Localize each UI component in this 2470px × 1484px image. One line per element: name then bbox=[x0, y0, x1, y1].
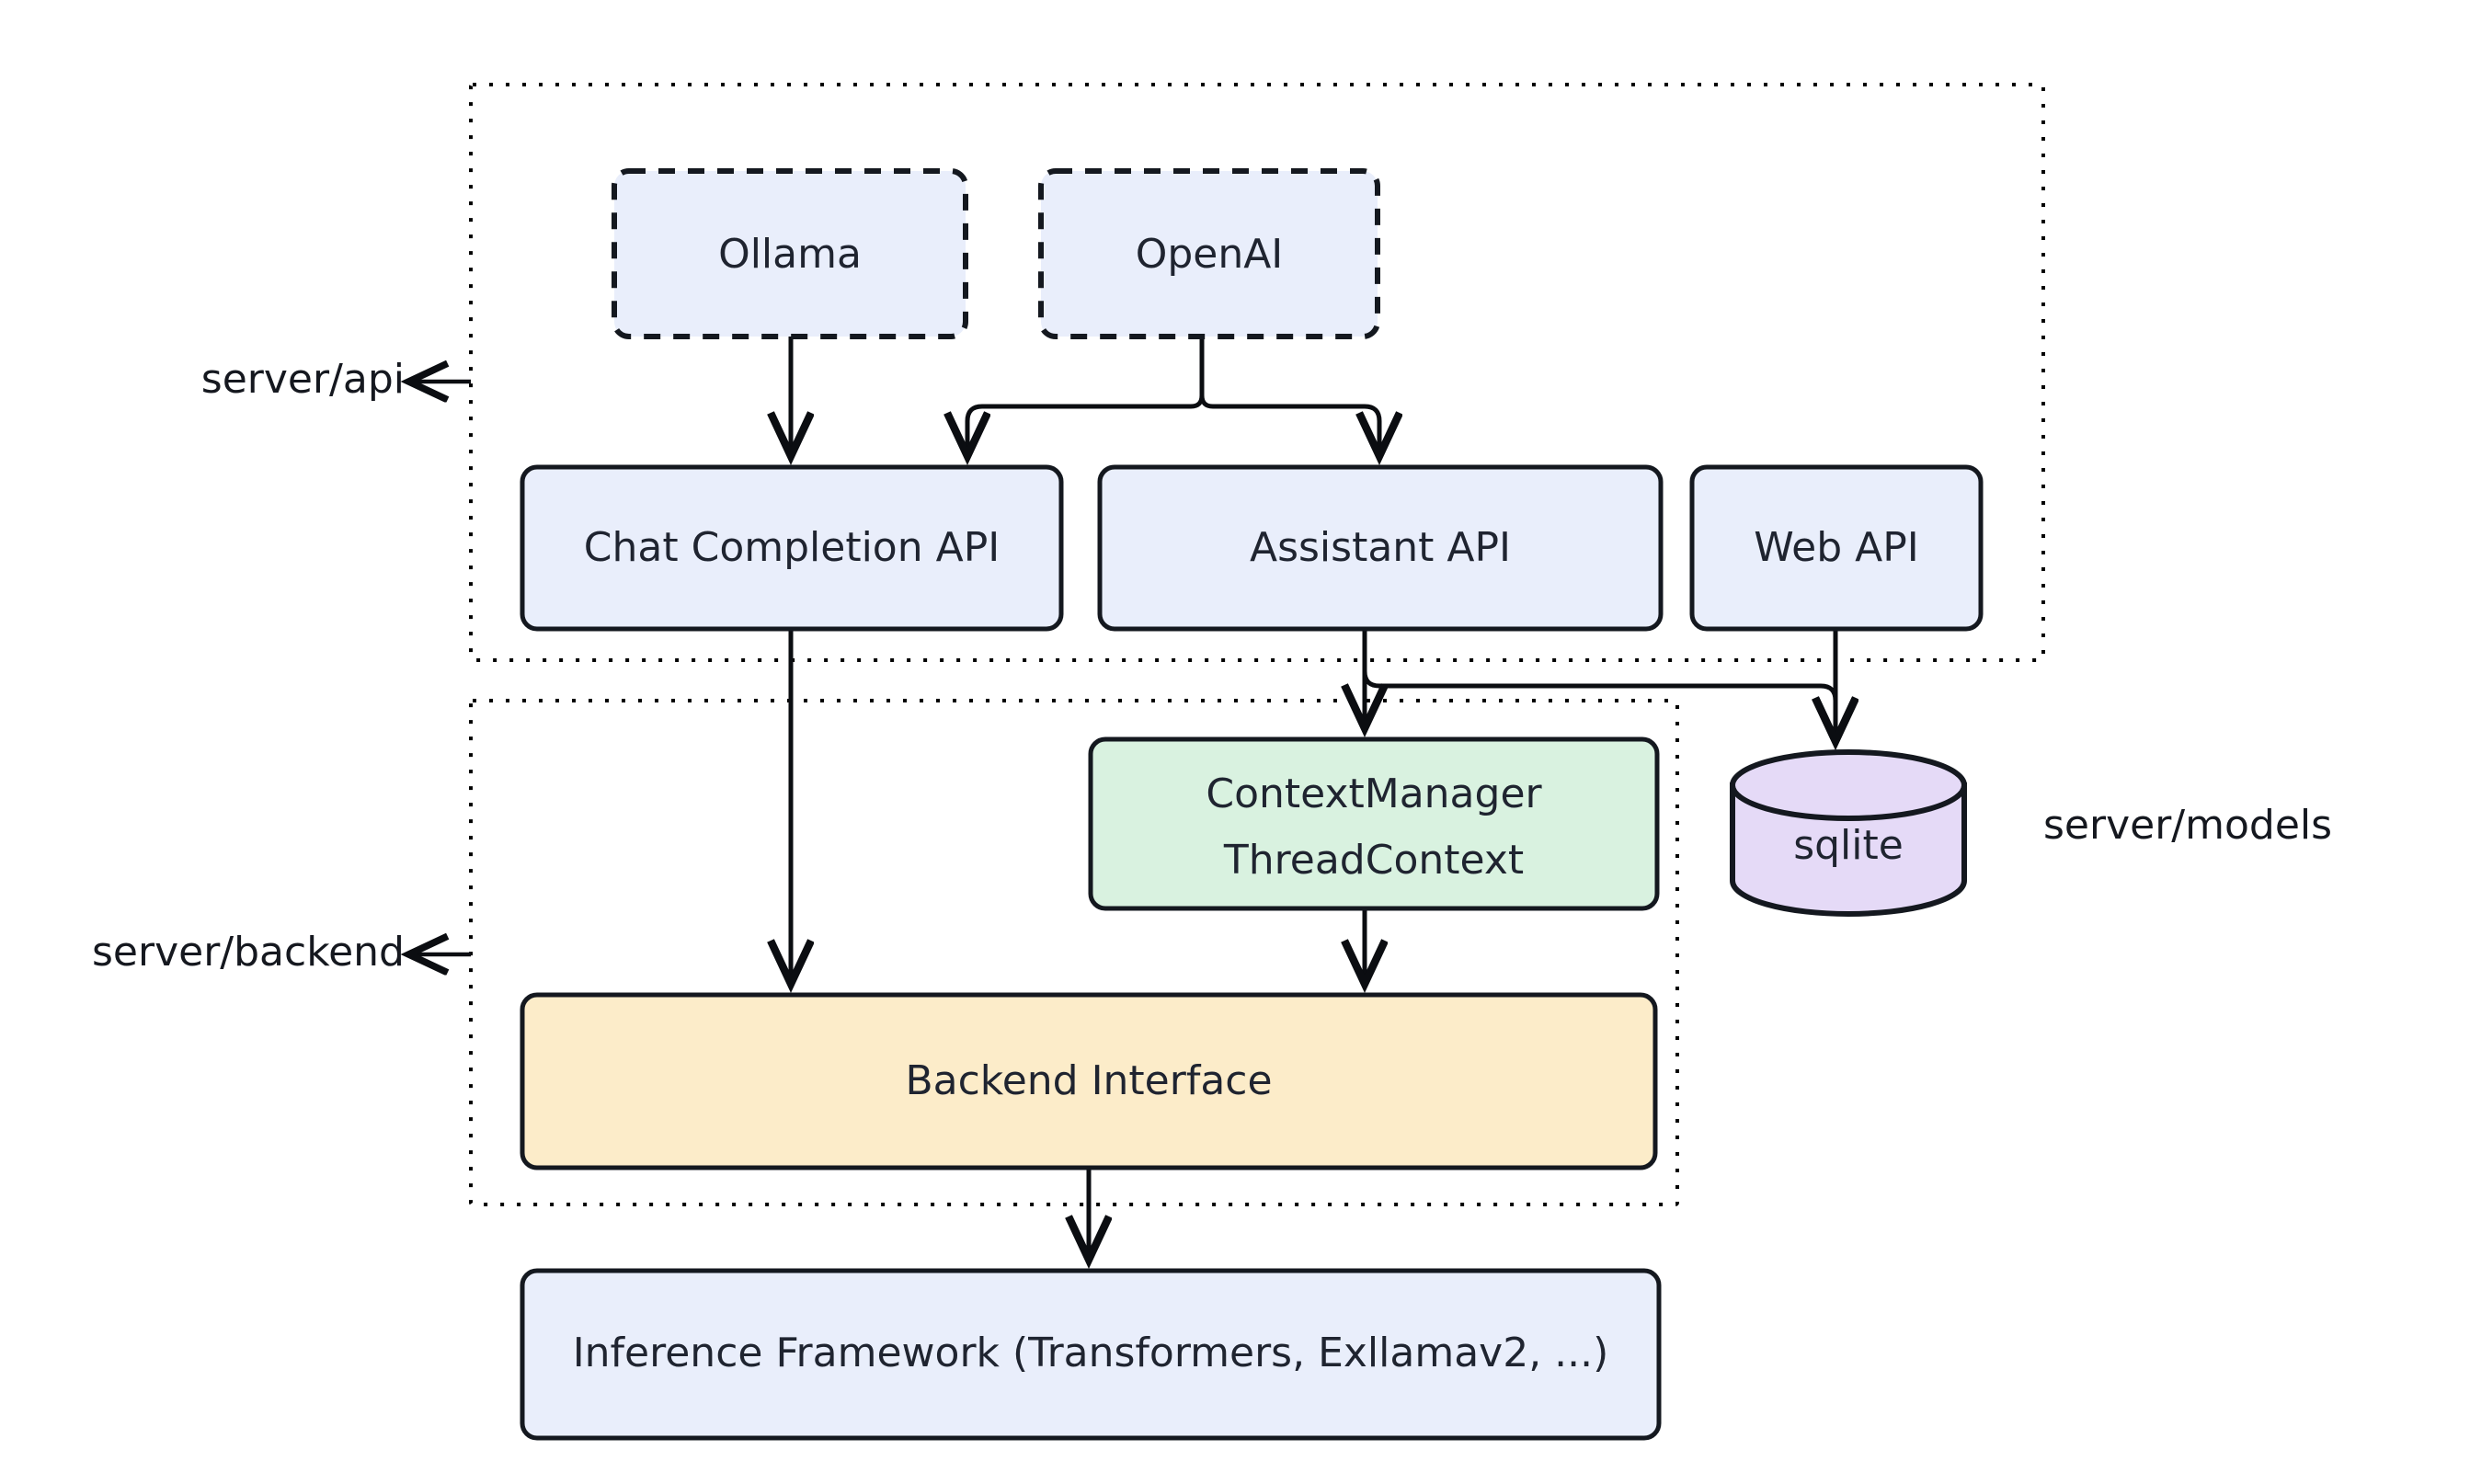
group-label-server-backend: server/backend bbox=[92, 929, 405, 976]
node-context-manager-label-line-1: ContextManager bbox=[1206, 771, 1542, 817]
node-backend-interface-label: Backend Interface bbox=[905, 1057, 1272, 1104]
node-inference-framework-label: Inference Framework (Transformers, Exlla… bbox=[573, 1330, 1609, 1376]
sqlite-cylinder-top bbox=[1730, 749, 1967, 821]
node-web-api[interactable]: Web API bbox=[1689, 464, 1984, 632]
node-assistant-api-label: Assistant API bbox=[1250, 524, 1511, 571]
node-assistant-api[interactable]: Assistant API bbox=[1097, 464, 1664, 632]
node-ollama[interactable]: Ollama bbox=[612, 168, 968, 339]
node-sqlite[interactable]: sqlite bbox=[1730, 749, 1967, 917]
node-context-manager-label-line-2: ThreadContext bbox=[1223, 837, 1524, 884]
group-label-server-models: server/models bbox=[2043, 802, 2332, 849]
node-web-api-label: Web API bbox=[1754, 524, 1919, 571]
node-ollama-label: Ollama bbox=[718, 231, 862, 278]
group-label-server-api: server/api bbox=[201, 356, 405, 403]
node-openai-label: OpenAI bbox=[1136, 231, 1284, 278]
node-chat-completion-api[interactable]: Chat Completion API bbox=[520, 464, 1064, 632]
edge-openai-to-chat-completion-api bbox=[967, 337, 1205, 452]
node-openai[interactable]: OpenAI bbox=[1038, 168, 1380, 339]
node-sqlite-label: sqlite bbox=[1793, 822, 1904, 869]
sqlite-cylinder-body bbox=[1730, 782, 1967, 917]
group-container-server-api bbox=[469, 83, 2045, 662]
edge-openai-to-assistant-api bbox=[1199, 337, 1379, 452]
node-context-manager[interactable]: ContextManager ThreadContext bbox=[1088, 736, 1660, 911]
edge-assistant-api-to-sqlite bbox=[1362, 629, 1835, 737]
node-chat-completion-api-label: Chat Completion API bbox=[584, 524, 1000, 571]
node-inference-framework[interactable]: Inference Framework (Transformers, Exlla… bbox=[520, 1268, 1662, 1441]
node-backend-interface[interactable]: Backend Interface bbox=[520, 992, 1658, 1170]
